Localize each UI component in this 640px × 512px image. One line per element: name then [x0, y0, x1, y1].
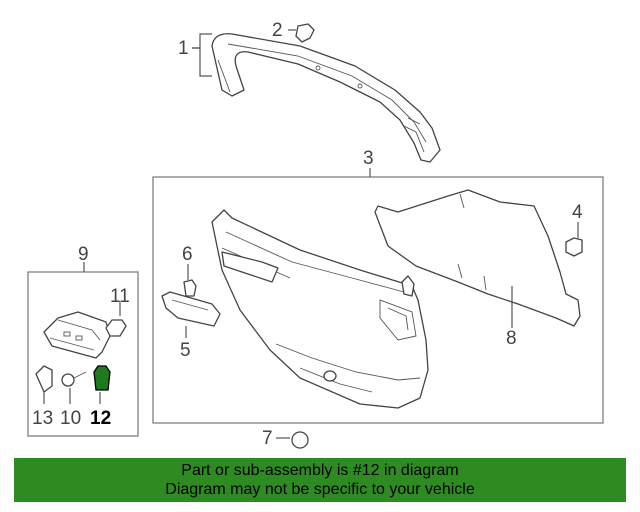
callout-2: 2	[272, 20, 283, 41]
callout-1: 1	[178, 38, 189, 59]
screw-10	[61, 371, 87, 387]
assembly-3-box	[152, 176, 604, 424]
callout-3: 3	[363, 148, 374, 169]
assembly-9-box	[27, 271, 139, 437]
banner-line-1: Part or sub-assembly is #12 in diagram	[181, 462, 459, 479]
parts-diagram: 1 2 3 4 5 6 7 8 9 10 11 12 13	[27, 20, 604, 449]
leader-lines	[43, 29, 579, 439]
clip-part-6	[183, 279, 197, 297]
clip-part-12-highlighted	[93, 365, 111, 391]
callout-10: 10	[60, 408, 81, 429]
clip-part-2	[295, 23, 315, 43]
callout-4: 4	[572, 202, 583, 223]
pull-handle-5	[161, 291, 221, 327]
callout-9: 9	[78, 244, 89, 265]
lamp-housing-9	[43, 311, 111, 359]
callout-8: 8	[506, 328, 517, 349]
insulator-panel-8	[374, 189, 581, 327]
bulb-11	[105, 319, 127, 337]
callout-13: 13	[32, 408, 53, 429]
callout-11: 11	[110, 286, 130, 307]
clip-part-7	[291, 431, 309, 449]
callout-7: 7	[262, 428, 273, 449]
callout-12: 12	[90, 408, 111, 429]
callout-6: 6	[182, 244, 193, 265]
upper-garnish-molding	[211, 33, 441, 163]
callout-5: 5	[180, 340, 191, 361]
banner-line-2: Diagram may not be specific to your vehi…	[165, 481, 475, 498]
part-info-banner: Part or sub-assembly is #12 in diagram D…	[14, 458, 626, 502]
liftgate-trim-panel	[211, 209, 429, 409]
clip-part-4	[565, 237, 583, 257]
lens-13	[35, 365, 53, 393]
